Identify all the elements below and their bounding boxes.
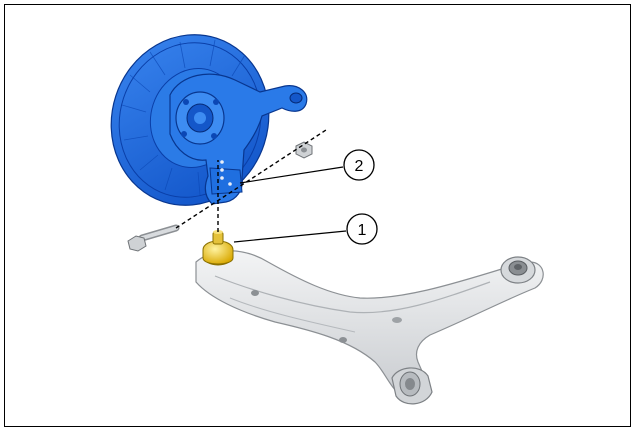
diagram-frame [4, 4, 631, 427]
assembly-lines [175, 129, 327, 232]
callout-1-label: 1 [358, 222, 367, 239]
callout-2: 2 [343, 149, 375, 181]
leader-lines [233, 166, 347, 243]
nut-icon [295, 141, 313, 159]
callout-1: 1 [346, 213, 378, 245]
callout-2-label: 2 [355, 158, 364, 175]
pinch-bolt-icon [127, 224, 180, 252]
ball-joint-icon [202, 230, 234, 266]
lower-control-arm-icon [195, 250, 544, 405]
